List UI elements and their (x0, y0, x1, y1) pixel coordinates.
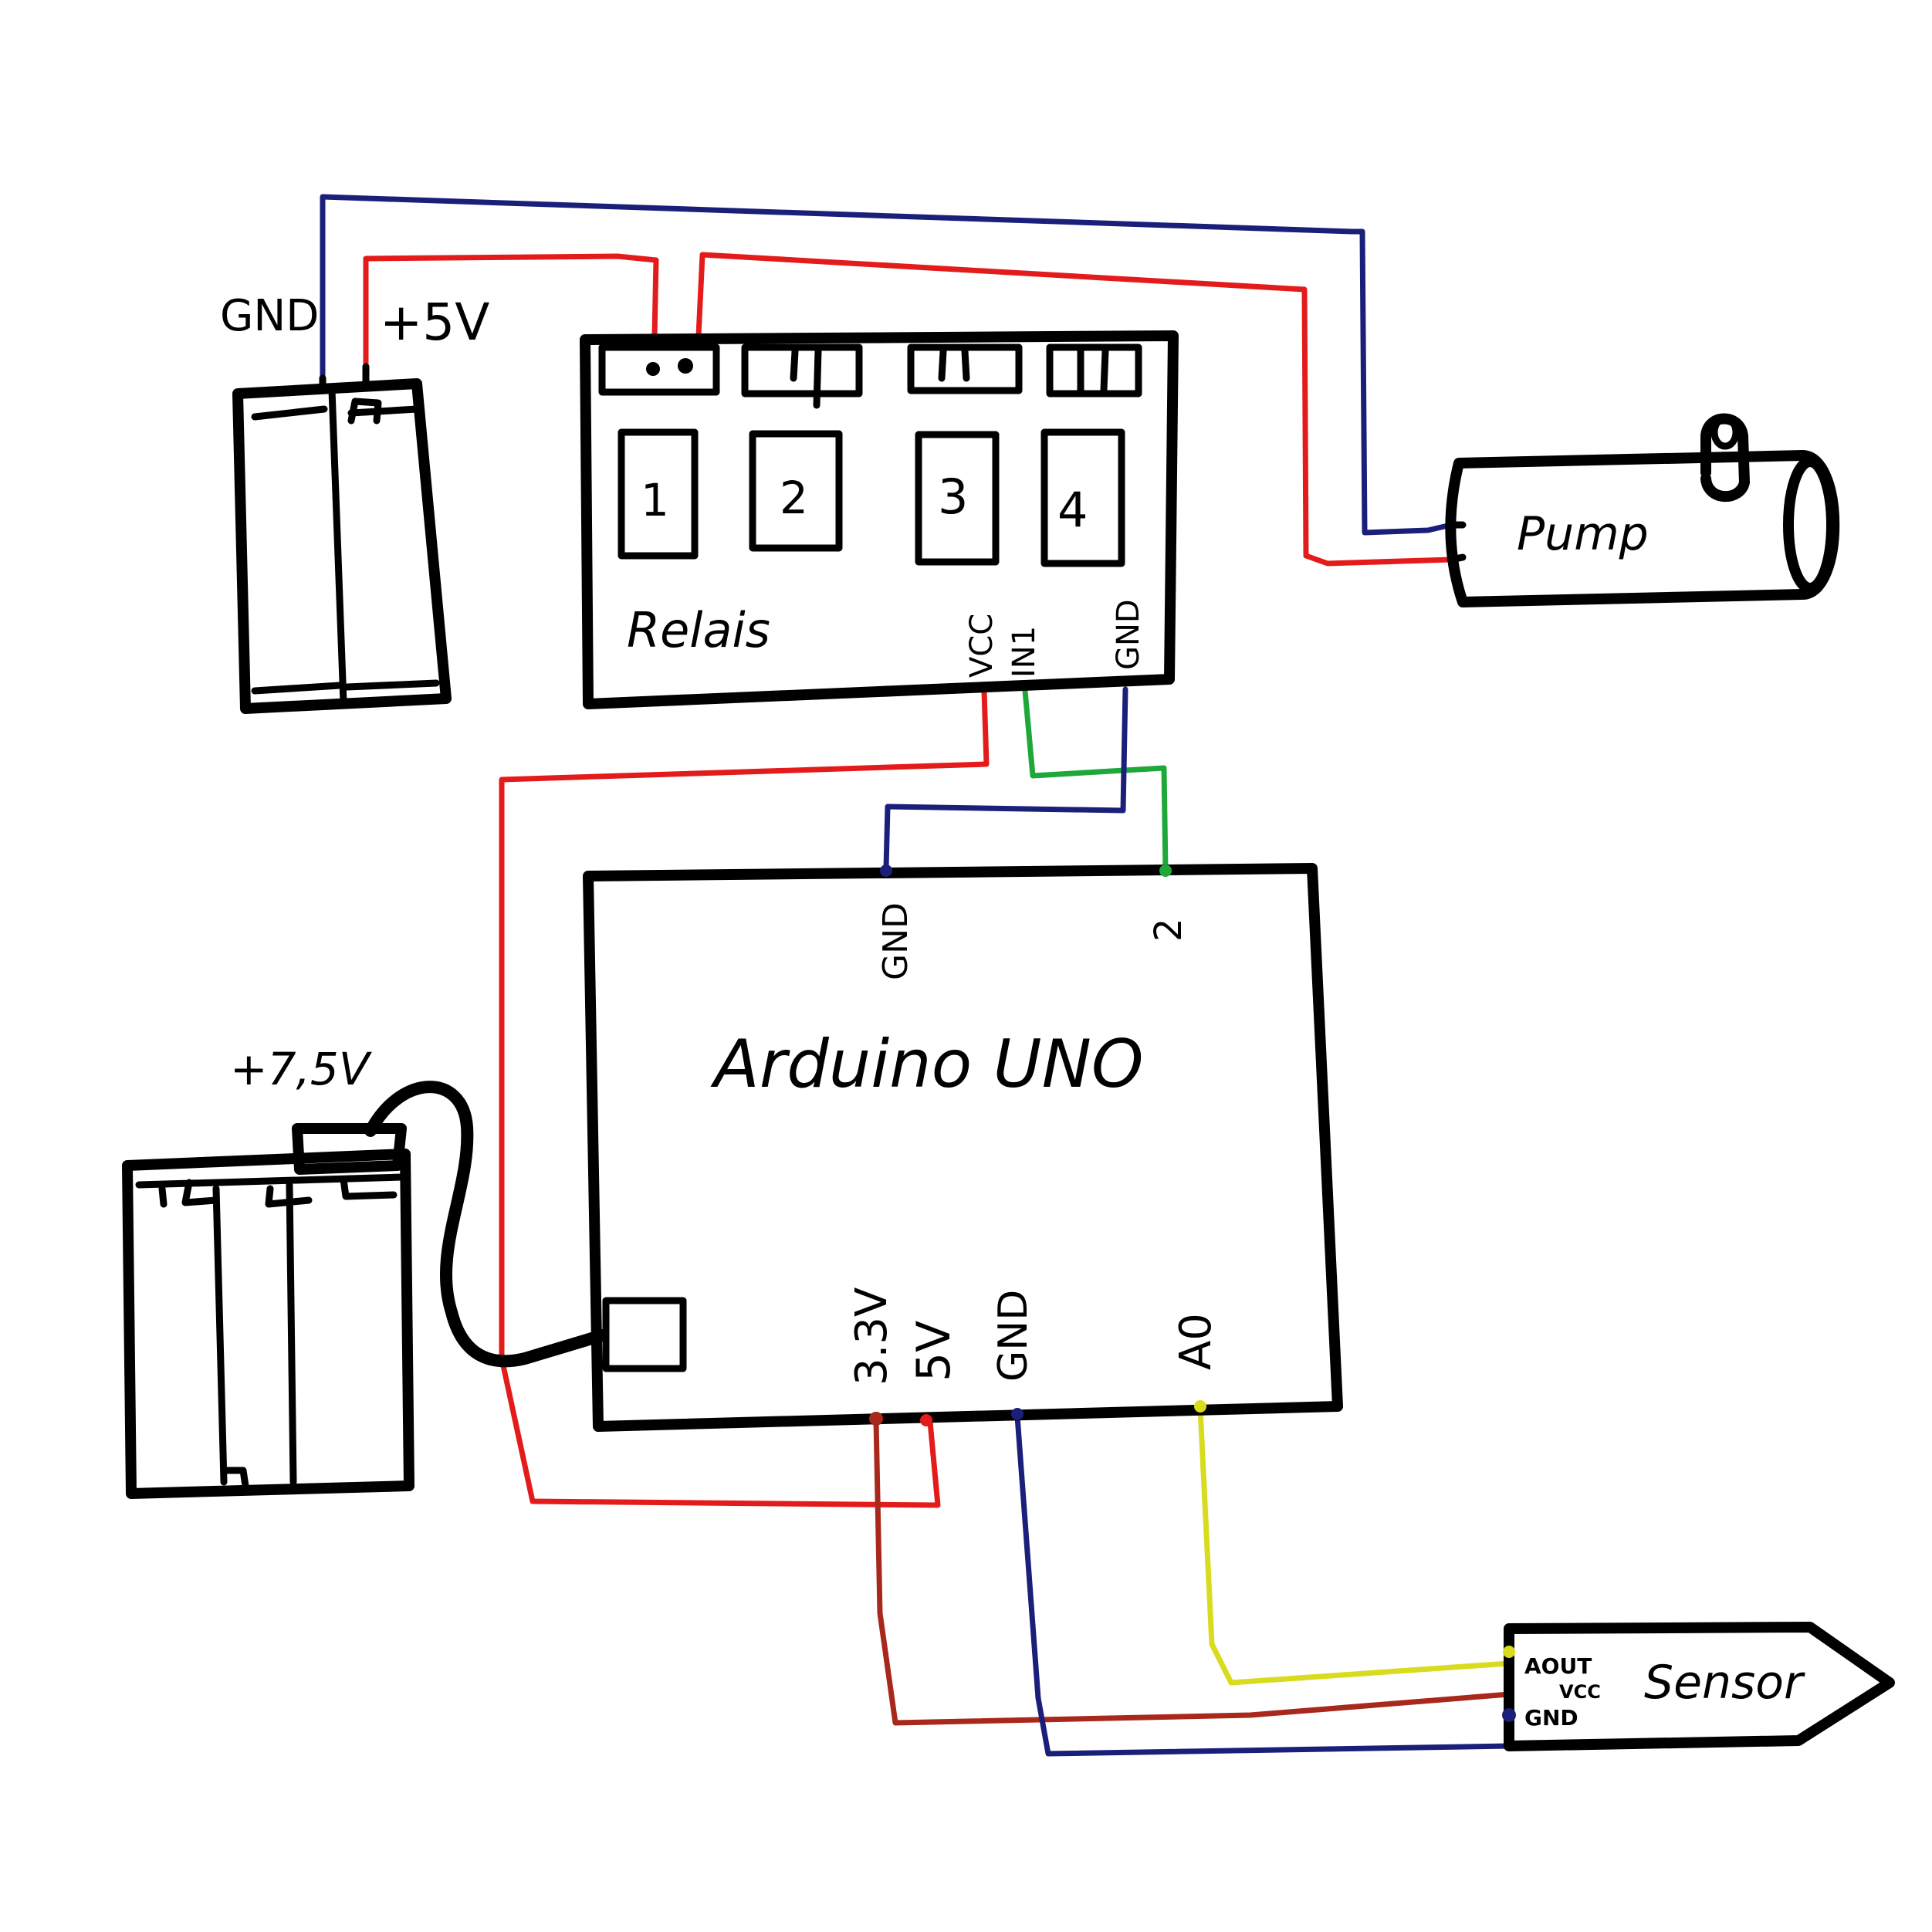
relay-channel-1-box (617, 428, 699, 560)
relay-channels: 1 2 3 4 (617, 428, 1125, 567)
battery-5v-gnd-label: GND (220, 291, 319, 341)
battery-5v-plus-label: +5V (380, 293, 489, 352)
relay-channel-2-box (749, 430, 843, 552)
relay-terminal-2 (741, 343, 863, 398)
battery-7v5-connector (292, 1123, 407, 1175)
wire-relay-in1-to-arduino-pin2 (1022, 688, 1169, 874)
arduino-pin-5v-dot (920, 1414, 932, 1426)
arduino-pin-2-label: 2 (1147, 918, 1190, 942)
pump-outlet-opening (1710, 414, 1740, 450)
relay-channel-2-label: 2 (780, 472, 808, 524)
arduino-pin-a0-label: A0 (1171, 1313, 1221, 1370)
sensor-pin-gnd-dot (1502, 1708, 1516, 1722)
relay-terminal-screw (678, 358, 693, 374)
pump-label: Pump (1517, 507, 1649, 561)
relay-board (580, 330, 1179, 709)
battery-7v5: +7,5V (122, 1043, 414, 1499)
arduino-pin-33v-dot (869, 1412, 883, 1426)
pump-end-cap (1783, 456, 1837, 594)
relay-pin-vcc-label: VCC (964, 614, 1000, 678)
sensor-pin-aout-label: AOUT (1524, 1653, 1592, 1679)
wires (320, 194, 1512, 1757)
relay-pin-gnd-label: GND (1111, 599, 1146, 670)
arduino-pin-33v-label: 3.3V (847, 1287, 897, 1386)
relay-channel-1-label: 1 (641, 474, 669, 526)
wire-arduino-a0-to-sensor-aout (1197, 1406, 1512, 1686)
relay-terminal-screw (646, 362, 660, 376)
battery-7v5-bottom-mark (220, 1467, 249, 1490)
relay-channel-4-label: 4 (1057, 482, 1088, 538)
relay-pin-in1-label: IN1 (1007, 626, 1042, 678)
battery-7v5-label: +7,5V (230, 1043, 373, 1095)
wire-battery-plus-to-relay (363, 253, 659, 374)
sensor-pin-vcc-label: VCC (1559, 1681, 1601, 1703)
battery-7v5-cell-tops (135, 1173, 405, 1208)
sensor: AOUT VCC GND Sensor (1502, 1622, 1895, 1751)
battery-5v-case (232, 378, 452, 714)
sensor-probe (1504, 1622, 1895, 1751)
battery-5v: GND +5V (220, 291, 489, 714)
arduino-pin-5v-label: 5V (907, 1321, 961, 1382)
relay-title: Relais (627, 602, 770, 658)
battery-5v-cell-right (343, 405, 440, 691)
relay-terminal-1 (598, 343, 720, 396)
battery-7v5-divider-right (286, 1181, 297, 1486)
wire-relay-to-pump (695, 252, 1454, 567)
relay-terminal-3 (907, 343, 1023, 394)
relay-channel-3-label: 3 (938, 469, 968, 525)
arduino-pin-gnd-bottom-label: GND (990, 1290, 1037, 1382)
battery-7v5-divider-left (212, 1185, 228, 1486)
relay-terminal-4 (1046, 343, 1142, 398)
arduino-pin-gnd-top-dot (880, 864, 892, 877)
arduino-title: Arduino UNO (710, 1026, 1144, 1103)
battery-5v-cell-left (251, 405, 343, 695)
wire-battery-gnd-to-pump (320, 194, 1454, 536)
relay-channel-4-box (1040, 428, 1125, 567)
sensor-pin-gnd-label: GND (1524, 1705, 1578, 1731)
relay-terminal-marks (790, 347, 1109, 409)
relay-terminals (598, 343, 1142, 409)
arduino-pin-2-dot (1159, 864, 1172, 877)
wire-arduino-gnd-to-sensor-gnd (1014, 1413, 1512, 1757)
arduino-pin-a0-dot (1194, 1400, 1206, 1413)
relay-module: 1 2 3 4 Relais VCC IN1 GND (580, 330, 1179, 709)
pump: Pump (1445, 413, 1840, 607)
pump-leads (1447, 521, 1467, 563)
arduino-uno: GND 2 Arduino UNO 3.3V 5V GND A0 (583, 863, 1343, 1432)
pump-outlet (1700, 413, 1750, 502)
arduino-board (583, 863, 1343, 1432)
cable-battery-to-arduino-jack (364, 1081, 608, 1368)
sensor-title: Sensor (1644, 1656, 1805, 1710)
relay-channel-3-box (915, 431, 1000, 566)
arduino-pin-gnd-top-label: GND (876, 902, 915, 980)
battery-5v-terminal (347, 398, 382, 425)
arduino-barrel-jack (602, 1297, 687, 1372)
wire-relay-gnd-to-arduino-gnd (883, 686, 1128, 871)
battery-7v5-case (122, 1149, 414, 1499)
arduino-pin-gnd-bottom-dot (1011, 1408, 1024, 1420)
battery-5v-divider (328, 386, 347, 706)
sensor-pin-aout-dot (1503, 1646, 1515, 1658)
wire-arduino-33v-to-sensor-vcc (873, 1417, 1512, 1726)
